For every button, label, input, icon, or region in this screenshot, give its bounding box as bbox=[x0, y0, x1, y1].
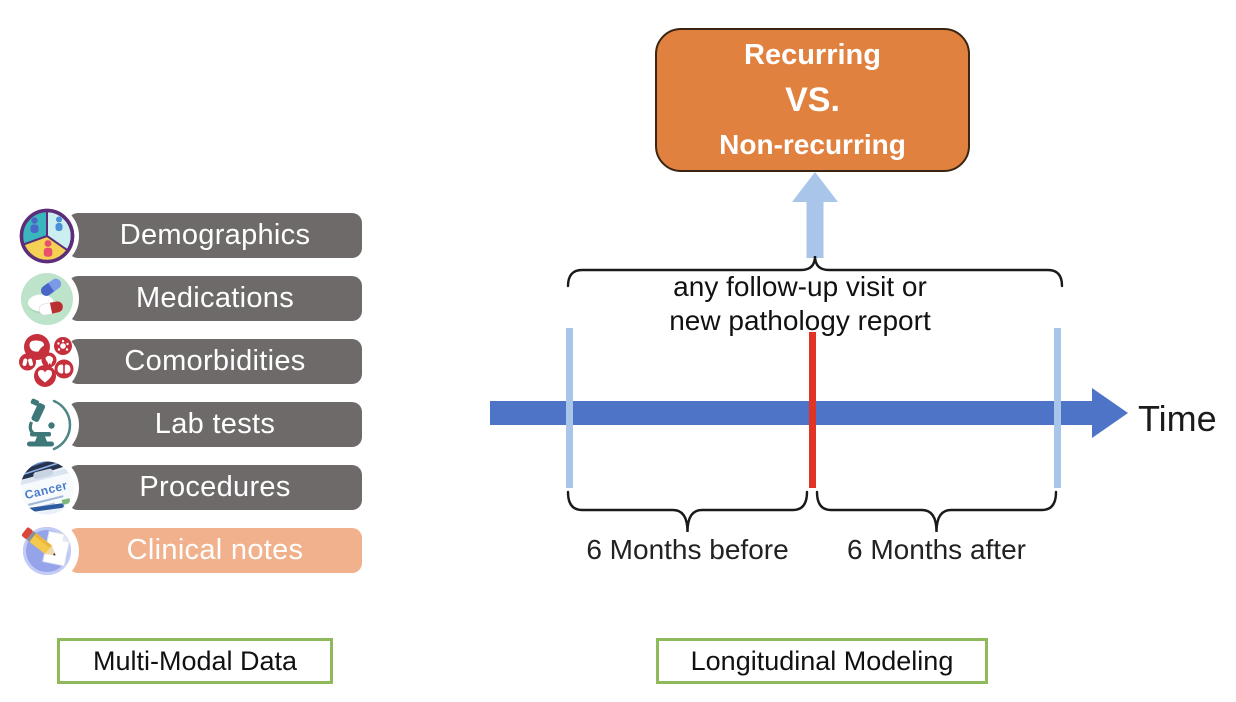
modality-row-lab-tests: Lab tests bbox=[0, 396, 430, 454]
modality-bar: Medications bbox=[68, 276, 362, 321]
outcome-box: Recurring VS. Non-recurring bbox=[655, 28, 970, 172]
modality-bar: Comorbidities bbox=[68, 339, 362, 384]
modality-bar: Lab tests bbox=[68, 402, 362, 447]
before-period-brace bbox=[566, 490, 809, 533]
outcome-line-nonrecurring: Non-recurring bbox=[719, 129, 906, 160]
comorbidities-icon bbox=[18, 333, 76, 391]
longitudinal-modeling-caption: Longitudinal Modeling bbox=[656, 638, 988, 684]
annotation-line-2: new pathology report bbox=[669, 305, 931, 336]
modality-row-procedures: Procedures Cancer bbox=[0, 459, 430, 517]
modality-row-clinical-notes: Clinical notes bbox=[0, 522, 430, 580]
modality-row-comorbidities: Comorbidities bbox=[0, 333, 430, 391]
clinical-notes-icon bbox=[18, 522, 76, 580]
time-axis-label: Time bbox=[1138, 398, 1217, 439]
up-arrow-icon bbox=[792, 172, 838, 258]
medications-icon bbox=[18, 270, 76, 328]
before-period-label: 6 Months before bbox=[586, 534, 789, 565]
after-period-brace bbox=[815, 490, 1058, 533]
window-start-tick bbox=[566, 328, 573, 488]
modality-bar: Demographics bbox=[68, 213, 362, 258]
event-annotation: any follow-up visit or new pathology rep… bbox=[560, 270, 1040, 338]
index-event-marker bbox=[809, 332, 816, 488]
modality-row-demographics: Demographics bbox=[0, 207, 430, 265]
lab-tests-icon bbox=[18, 396, 76, 454]
modality-bar-highlighted: Clinical notes bbox=[68, 528, 362, 573]
observation-window-brace bbox=[566, 255, 1064, 288]
modality-bar: Procedures bbox=[68, 465, 362, 510]
annotation-line-1: any follow-up visit or bbox=[673, 271, 927, 302]
outcome-line-recurring: Recurring bbox=[744, 39, 881, 71]
modality-row-medications: Medications bbox=[0, 270, 430, 328]
procedures-icon: Cancer bbox=[18, 459, 76, 517]
outcome-line-vs: VS. bbox=[785, 81, 840, 119]
window-end-tick bbox=[1054, 328, 1061, 488]
time-axis-arrow bbox=[490, 388, 1128, 438]
after-period-label: 6 Months after bbox=[847, 534, 1026, 565]
multi-modal-data-caption: Multi-Modal Data bbox=[57, 638, 333, 684]
demographics-icon bbox=[18, 207, 76, 265]
